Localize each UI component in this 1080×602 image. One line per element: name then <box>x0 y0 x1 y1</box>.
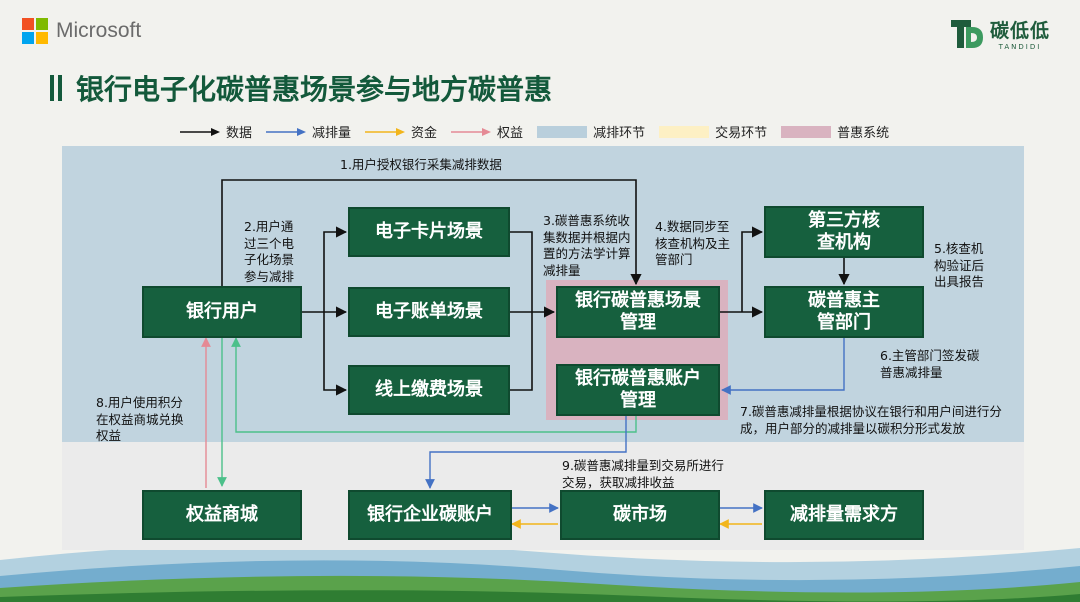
arrow-puhui-to-third-party <box>741 226 764 312</box>
legend-puhui-system-label: 普惠系统 <box>837 126 890 141</box>
legend-reduction-stage-label: 减排环节 <box>593 126 646 141</box>
box-demand: 减排量需求方 <box>764 490 924 540</box>
legend-reduction-label: 减排量 <box>312 126 352 141</box>
step-7-label: 7.碳普惠减排量根据协议在银行和用户间进行分成，用户部分的减排量以碳积分形式发放 <box>740 404 1002 436</box>
legend-capital: 资金 <box>365 122 437 141</box>
arrow-user-authorize <box>221 179 642 286</box>
reduction-stage-swatch <box>537 125 588 138</box>
title-bars-icon <box>50 75 62 101</box>
step-6-label: 6.主管部门签发碳普惠减排量 <box>880 348 980 380</box>
step-1-label: 1.用户授权银行采集减排数据 <box>340 157 502 172</box>
box-puhui-scene: 银行碳普惠场景管理 <box>556 286 720 338</box>
legend-trading-stage: 交易环节 <box>659 122 767 141</box>
box-bill-scene: 电子账单场景 <box>348 287 510 337</box>
black-arrow-icon <box>180 127 220 136</box>
box-authority: 碳普惠主管部门 <box>764 286 924 338</box>
legend-rights: 权益 <box>451 122 523 141</box>
pink-arrow-icon <box>451 127 492 136</box>
arrow-authority-to-account <box>721 336 845 395</box>
step-4-label: 4.数据同步至核查机构及主管部门 <box>655 219 731 267</box>
title-bar: 银行电子化碳普惠场景参与地方碳普惠 <box>50 68 552 108</box>
step-8-label: 8.用户使用积分在权益商城兑换权益 <box>96 395 184 443</box>
arrow-user-to-card <box>323 226 348 312</box>
tandidi-logo-en: TANDIDI <box>998 43 1042 51</box>
legend-reduction: 减排量 <box>266 122 351 141</box>
microsoft-logo-text: Microsoft <box>56 19 142 42</box>
box-card-scene: 电子卡片场景 <box>348 207 510 257</box>
arrow-account-to-corp <box>425 416 627 489</box>
microsoft-grid-icon <box>22 18 48 44</box>
box-mall: 权益商城 <box>142 490 302 540</box>
tandidi-logo-cn: 碳低低 <box>989 20 1050 42</box>
step-2-label: 2.用户通过三个电子化场景参与减排 <box>244 219 295 284</box>
legend-reduction-stage: 减排环节 <box>537 122 645 141</box>
tandidi-mark-icon <box>950 19 983 48</box>
box-payment-scene: 线上缴费场景 <box>348 365 510 415</box>
legend: 数据 减排量 资金 权益 减排环节 交易环节 普惠系统 <box>180 122 889 141</box>
box-puhui-account: 银行碳普惠账户管理 <box>556 364 720 416</box>
legend-rights-label: 权益 <box>497 126 524 141</box>
step-3-label: 3.碳普惠系统收集数据并根据内置的方法学计算减排量 <box>543 213 631 278</box>
step-5-label: 5.核查机构验证后出具报告 <box>934 241 985 289</box>
arrow-card-to-puhui <box>510 231 533 312</box>
puhui-system-swatch <box>781 125 832 138</box>
arrow-payment-to-puhui <box>510 312 533 391</box>
page-title: 银行电子化碳普惠场景参与地方碳普惠 <box>76 73 553 106</box>
tandidi-logo: 碳低低 TANDIDI <box>950 16 1050 51</box>
legend-puhui-system: 普惠系统 <box>781 122 889 141</box>
legend-data: 数据 <box>180 122 252 141</box>
legend-capital-label: 资金 <box>411 126 438 141</box>
legend-data-label: 数据 <box>226 126 253 141</box>
blue-arrow-icon <box>266 127 307 136</box>
microsoft-logo: Microsoft <box>22 18 141 44</box>
step-9-label: 9.碳普惠减排量到交易所进行交易，获取减排收益 <box>562 458 724 490</box>
legend-trading-stage-label: 交易环节 <box>715 126 768 141</box>
trading-stage-swatch <box>659 125 710 138</box>
box-market: 碳市场 <box>560 490 720 540</box>
box-bank-user: 银行用户 <box>142 286 302 338</box>
yellow-arrow-icon <box>365 127 406 136</box>
arrow-user-to-payment <box>323 312 348 396</box>
box-third-party: 第三方核查机构 <box>764 206 924 258</box>
box-corp-account: 银行企业碳账户 <box>348 490 512 540</box>
arrow-account-to-user <box>231 337 637 433</box>
